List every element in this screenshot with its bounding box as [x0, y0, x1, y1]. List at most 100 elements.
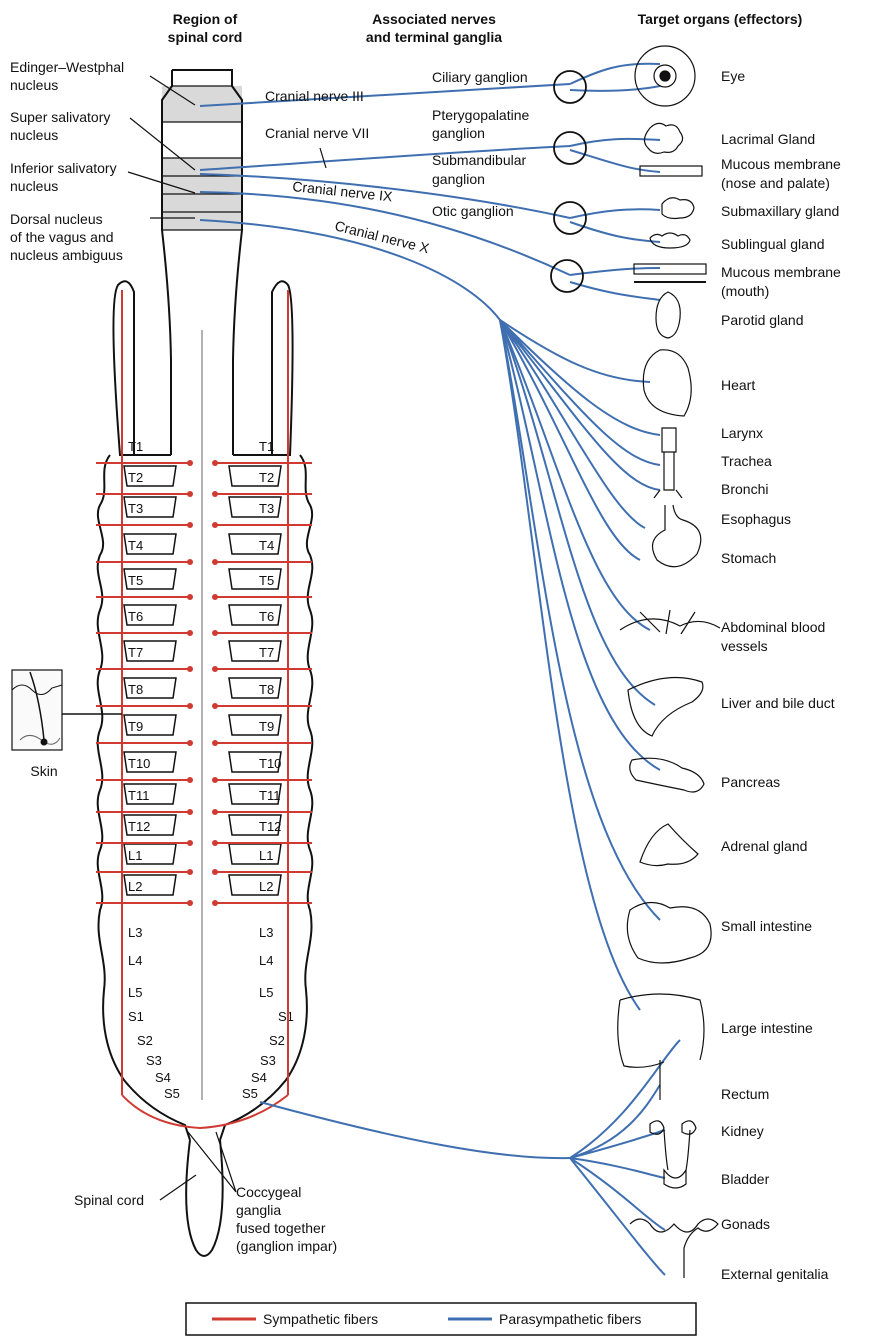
segment-box-t2-right [228, 465, 282, 487]
segment-box-t10-left [123, 751, 177, 773]
segment-label-t8-left: T8 [128, 682, 143, 697]
header-nerves-line1: Associated nerves [372, 11, 496, 27]
segment-label-t10-right: T10 [259, 756, 281, 771]
bladder-icon [663, 1129, 691, 1189]
segment-label-s4-right: S4 [251, 1070, 267, 1085]
heart-icon [642, 349, 692, 417]
organ-labels: Eye Lacrimal Gland Mucous membrane (nose… [721, 68, 841, 1282]
kidney-icon [649, 1120, 697, 1135]
otic-ganglion-circle [550, 259, 584, 293]
organ-label-abdominal-vessels-2: vessels [721, 638, 768, 654]
adrenal-gland-icon [639, 823, 699, 867]
large-intestine-icon [617, 993, 705, 1100]
nucleus-label-3-line1: Inferior salivatory [10, 160, 117, 176]
segment-label-t5-left: T5 [128, 573, 143, 588]
nucleus-label-2-line1: Super salivatory [10, 109, 110, 125]
ramus-node-t2-left [187, 491, 193, 497]
nucleus-label-1-line1: Edinger–Westphal [10, 59, 124, 75]
ramus-node-l2-right [212, 900, 218, 906]
segment-box-t3-left [123, 496, 177, 518]
segment-label-t1-left: T1 [128, 439, 143, 454]
organ-label-bladder: Bladder [721, 1171, 770, 1187]
organ-label-bronchi: Bronchi [721, 481, 768, 497]
segment-label-l5-left: L5 [128, 985, 142, 1000]
segment-label-l2-left: L2 [128, 879, 142, 894]
segment-box-t12-right [228, 814, 282, 836]
organ-label-heart: Heart [721, 377, 755, 393]
ganglion-circles [550, 70, 587, 293]
sympathetic-rami [96, 460, 312, 906]
segment-label-t2-left: T2 [128, 470, 143, 485]
header-region-line1: Region of [173, 11, 238, 27]
organ-label-adrenal-gland: Adrenal gland [721, 838, 807, 854]
ganglion-label-pterygopalatine-1: Pterygopalatine [432, 107, 530, 123]
segment-label-l1-right: L1 [259, 848, 273, 863]
nucleus-label-4-line2: of the vagus and [10, 229, 114, 245]
segment-box-t12-left [123, 814, 177, 836]
segment-box-t4-right [228, 533, 282, 555]
segment-label-t12-left: T12 [128, 819, 150, 834]
nucleus-labels: Edinger–Westphal nucleus Super salivator… [10, 59, 196, 263]
organ-label-submaxillary-gland: Submaxillary gland [721, 203, 839, 219]
segment-box-t5-right [228, 568, 282, 590]
ramus-node-t2-right [212, 491, 218, 497]
trachea-icon [653, 427, 683, 499]
ramus-node-t10-left [187, 777, 193, 783]
segment-box-l2-right [228, 874, 282, 896]
organ-illustrations [617, 45, 721, 1278]
ramus-node-t11-right [212, 809, 218, 815]
ganglion-label-pterygopalatine-2: ganglion [432, 125, 485, 141]
spinal-cord-body [96, 280, 314, 1257]
segment-label-l1-left: L1 [128, 848, 142, 863]
segment-label-s5-left: S5 [164, 1086, 180, 1101]
segment-label-t11-left: T11 [128, 788, 149, 803]
segment-box-t6-right [228, 604, 282, 626]
segment-box-t2-left [123, 465, 177, 487]
ramus-node-t8-left [187, 703, 193, 709]
segment-box-t10-right [228, 751, 282, 773]
ramus-node-t12-left [187, 840, 193, 846]
eye-icon [634, 45, 696, 107]
ganglion-label-otic: Otic ganglion [432, 203, 514, 219]
ganglion-label-submandibular-2: ganglion [432, 171, 485, 187]
abdominal-blood-vessels-icon [619, 609, 721, 635]
segment-box-t9-right [228, 714, 282, 736]
ramus-node-t3-right [212, 522, 218, 528]
segment-label-t4-left: T4 [128, 538, 143, 553]
organ-label-pancreas: Pancreas [721, 774, 780, 790]
cranial-nerve-iii-label: Cranial nerve III [265, 88, 364, 104]
segment-label-l4-right: L4 [259, 953, 273, 968]
segment-label-l5-right: L5 [259, 985, 273, 1000]
segment-label-t1-right: T1 [259, 439, 274, 454]
ramus-node-l1-left [187, 869, 193, 875]
cranial-nerve-vii-label: Cranial nerve VII [265, 125, 369, 141]
organ-label-kidney: Kidney [721, 1123, 764, 1139]
segment-box-t4-left [123, 533, 177, 555]
nucleus-label-4-line3: nucleus ambiguus [10, 247, 123, 263]
segment-label-t3-right: T3 [259, 501, 274, 516]
segment-label-l3-right: L3 [259, 925, 273, 940]
skin-illustration: Skin [11, 669, 122, 779]
segment-label-l2-right: L2 [259, 879, 273, 894]
lacrimal-gland-icon [643, 122, 684, 154]
sympathetic-fibers [121, 290, 289, 1130]
coccygeal-label-2: ganglia [236, 1202, 281, 1218]
segment-box-t11-left [123, 783, 177, 805]
small-intestine-icon [626, 901, 712, 964]
parasympathetic-cranial-fibers [199, 62, 681, 1276]
segment-box-t7-left [123, 640, 177, 662]
ganglion-labels: Ciliary ganglion Pterygopalatine ganglio… [432, 69, 530, 219]
segment-label-s2-left: S2 [137, 1033, 153, 1048]
segment-box-t8-left [123, 677, 177, 699]
ramus-node-t4-left [187, 559, 193, 565]
header-targets: Target organs (effectors) [638, 11, 803, 27]
organ-label-abdominal-vessels-1: Abdominal blood [721, 619, 825, 635]
segment-label-t6-left: T6 [128, 609, 143, 624]
submandibular-ganglion-circle [553, 201, 587, 235]
organ-label-large-intestine: Large intestine [721, 1020, 813, 1036]
segment-label-t4-right: T4 [259, 538, 274, 553]
organ-label-mucous-nose-2: (nose and palate) [721, 175, 830, 191]
organ-label-liver: Liver and bile duct [721, 695, 835, 711]
ramus-node-t1-right [212, 460, 218, 466]
